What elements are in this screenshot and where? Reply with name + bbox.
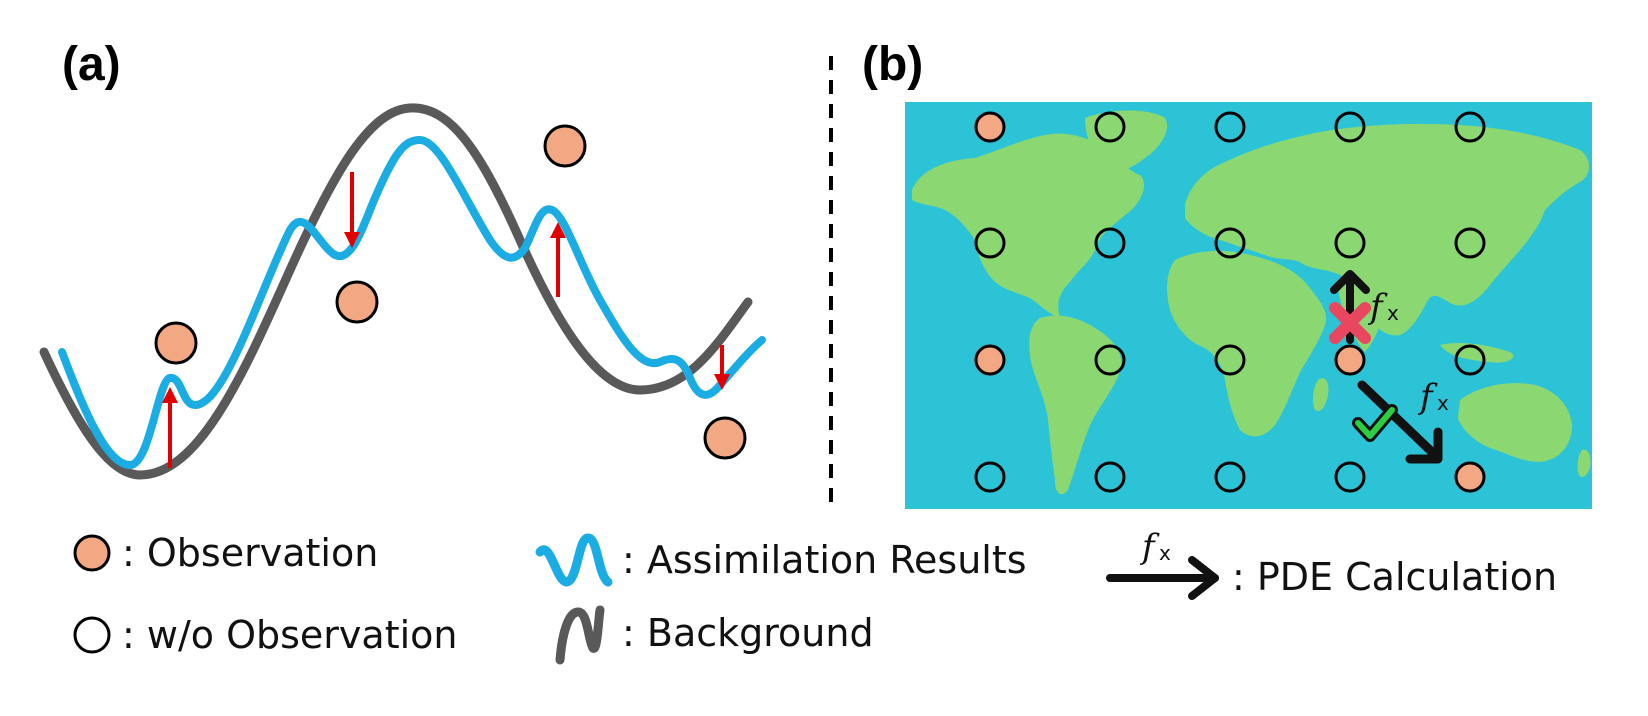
observation-point xyxy=(1454,461,1486,493)
assimilation-wave-icon xyxy=(535,533,613,587)
unobserved-point xyxy=(1094,227,1126,259)
check-icon xyxy=(1352,404,1398,442)
unobserved-point xyxy=(1334,461,1366,493)
legend-observation: : Observation xyxy=(73,531,378,575)
world-map xyxy=(905,102,1592,509)
panel-b-label: (b) xyxy=(862,38,923,91)
unobserved-point xyxy=(974,227,1006,259)
legend-pde-label: : PDE Calculation xyxy=(1232,555,1557,599)
unobserved-point xyxy=(1454,227,1486,259)
landmass-southeast-asia xyxy=(1440,342,1514,363)
legend-fx-label: f x xyxy=(1139,527,1171,567)
unobserved-point xyxy=(1094,461,1126,493)
legend: : Observation : w/o Observation : Assimi… xyxy=(73,527,1557,665)
svg-text:f: f xyxy=(1139,527,1160,567)
unobserved-point xyxy=(1214,227,1246,259)
svg-text:x: x xyxy=(1159,541,1171,565)
landmass-south-america xyxy=(1029,315,1122,495)
unobserved-icon xyxy=(73,616,111,654)
unobserved-point xyxy=(1334,111,1366,143)
pde-arrow-head xyxy=(1188,556,1219,600)
unobserved-point xyxy=(1094,111,1126,143)
landmass-north-america xyxy=(912,133,1145,318)
unobserved-point xyxy=(1334,227,1366,259)
unobserved-point xyxy=(974,461,1006,493)
observation-point xyxy=(1334,344,1366,376)
legend-pde: f x : PDE Calculation xyxy=(1106,527,1557,600)
unobserved-point xyxy=(1454,344,1486,376)
legend-background: : Background xyxy=(555,605,874,665)
observation-point xyxy=(703,416,747,460)
svg-text:x: x xyxy=(1437,391,1449,415)
unobserved-point xyxy=(1214,344,1246,376)
landmass-greenland xyxy=(1085,110,1168,172)
unobserved-point xyxy=(1214,461,1246,493)
pde-arrow-diagonal xyxy=(1357,380,1443,464)
svg-text:x: x xyxy=(1387,301,1399,325)
cross-icon xyxy=(1329,302,1371,344)
observation-point xyxy=(154,321,198,365)
landmass-australia xyxy=(1458,383,1572,462)
legend-background-label: : Background xyxy=(622,611,874,655)
observation-icon xyxy=(73,534,111,572)
landmass-africa xyxy=(1167,250,1327,437)
legend-observation-label: : Observation xyxy=(122,531,378,575)
legend-assimilation: : Assimilation Results xyxy=(535,533,1027,587)
unobserved-point xyxy=(1454,111,1486,143)
legend-unobserved: : w/o Observation xyxy=(73,613,458,657)
observation-point xyxy=(335,280,379,324)
landmass-madagascar xyxy=(1313,378,1329,412)
observation-point xyxy=(974,111,1006,143)
landmass-new-zealand xyxy=(1577,449,1591,477)
panel-a-label: (a) xyxy=(62,38,121,91)
unobserved-point xyxy=(1094,344,1126,376)
legend-unobserved-label: : w/o Observation xyxy=(122,613,458,657)
observation-point xyxy=(974,344,1006,376)
unobserved-point xyxy=(1214,111,1246,143)
background-curve xyxy=(39,103,753,480)
observation-point xyxy=(543,124,587,168)
landmass-eurasia xyxy=(1185,123,1589,336)
legend-assimilation-label: : Assimilation Results xyxy=(622,538,1027,582)
assimilation-curve xyxy=(58,135,766,470)
background-wave-icon xyxy=(555,605,605,665)
